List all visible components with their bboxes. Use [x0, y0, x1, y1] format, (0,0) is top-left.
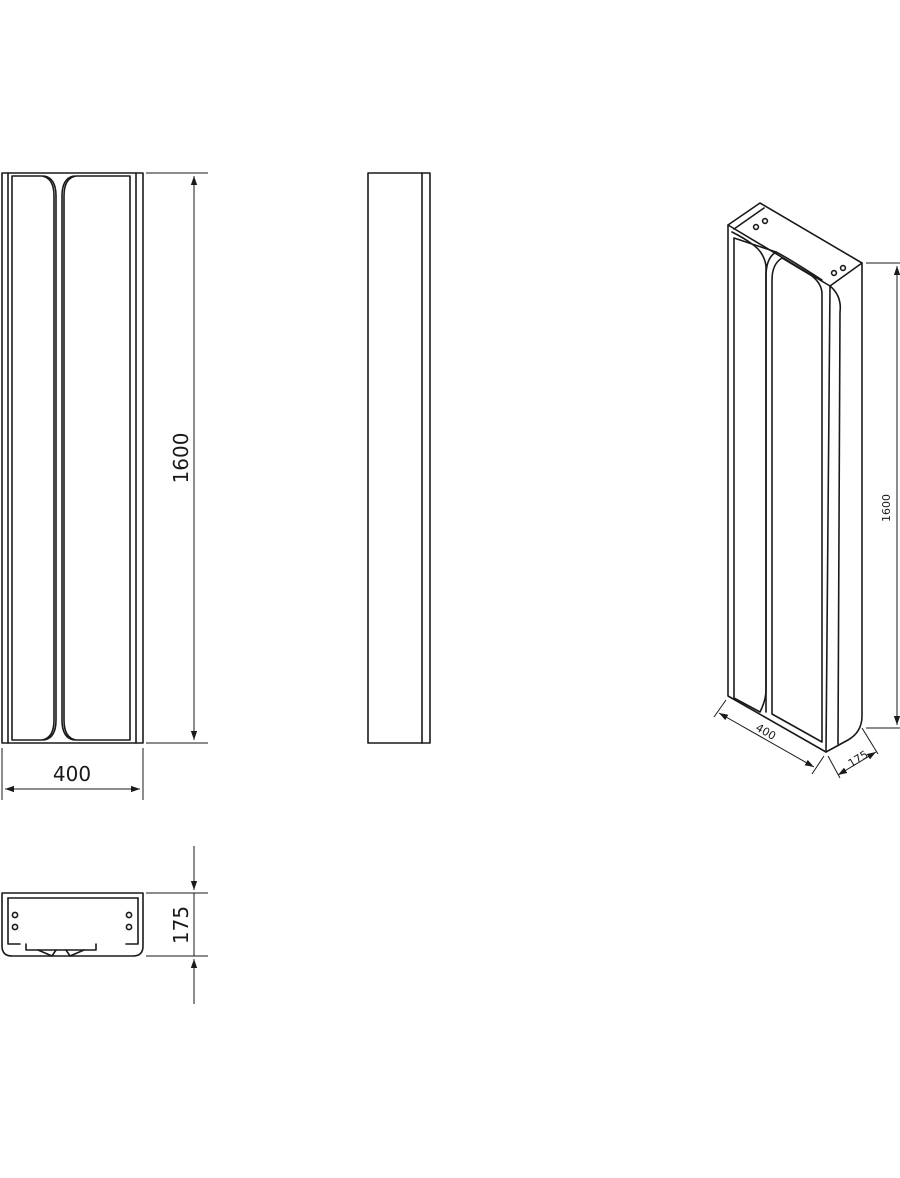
iso-width-dimension: 400	[713, 699, 825, 775]
side-outline	[367, 172, 431, 744]
front-width-label: 400	[53, 762, 91, 786]
hole-icon	[11, 911, 19, 919]
top-view: 175	[1, 846, 208, 1004]
hole-icon	[752, 223, 760, 231]
front-height-dimension: 1600	[146, 172, 208, 744]
iso-height-dimension: 1600	[866, 262, 900, 729]
top-left-foot	[37, 949, 57, 957]
hole-icon	[125, 911, 133, 919]
hole-icon	[11, 923, 19, 931]
hole-icon	[839, 264, 847, 272]
iso-height-label: 1600	[880, 494, 893, 522]
front-height-label: 1600	[169, 433, 193, 484]
front-left-panel-edge	[43, 175, 57, 741]
top-inner-corners	[7, 897, 139, 945]
iso-side-face	[825, 262, 863, 753]
iso-depth-label: 175	[846, 748, 871, 770]
hole-icon	[830, 269, 838, 277]
front-width-dimension: 400	[1, 748, 144, 800]
front-outline	[1, 172, 144, 744]
iso-top-inner-edge	[733, 207, 765, 230]
iso-front-face	[727, 224, 831, 753]
hole-icon	[125, 923, 133, 931]
iso-top-front-edge	[731, 231, 823, 281]
front-left-panel	[11, 175, 55, 741]
top-right-foot	[65, 949, 85, 957]
top-outline	[1, 892, 144, 957]
front-right-panel	[63, 175, 131, 741]
side-view	[367, 172, 431, 744]
front-right-panel-edge	[61, 175, 75, 741]
top-depth-dimension: 175	[146, 846, 208, 1004]
hole-icon	[761, 217, 769, 225]
front-view: 1600 400	[1, 172, 208, 800]
iso-right-panel-edge	[765, 251, 777, 713]
iso-top-face	[727, 202, 863, 287]
top-depth-label: 175	[169, 906, 193, 944]
top-bracket	[25, 943, 97, 951]
iso-right-panel	[771, 257, 823, 743]
iso-left-panel	[733, 237, 767, 713]
iso-view: 1600 400 175	[713, 202, 900, 779]
iso-side-inner-edge	[829, 285, 842, 745]
